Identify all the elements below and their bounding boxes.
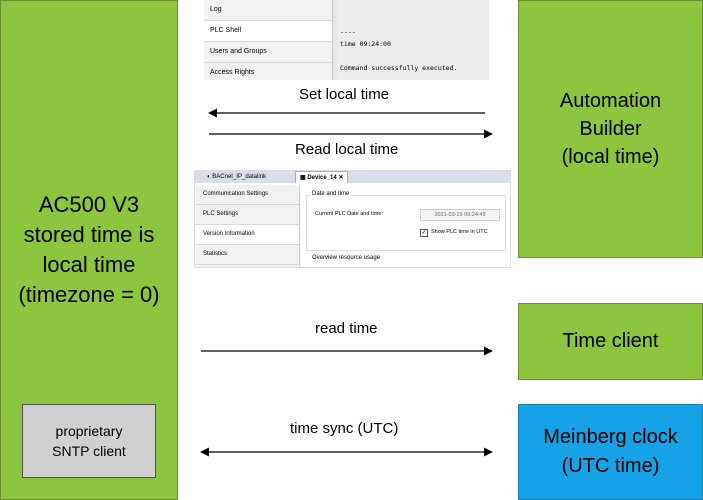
device-nav: Communication Settings PLC Settings Vers… bbox=[195, 185, 300, 267]
plc-date-time-label: Current PLC Date and time: bbox=[315, 211, 383, 217]
plc-date-time-value: 2021-03-19 09:24:49 bbox=[420, 209, 500, 221]
automation-builder-label: Automation Builder (local time) bbox=[559, 90, 662, 168]
time-sync-label: time sync (UTC) bbox=[290, 420, 399, 437]
sntp-client-label: proprietary SNTP client bbox=[52, 423, 126, 459]
terminal-line: ---- bbox=[340, 28, 356, 36]
show-utc-checkbox: ✓ bbox=[420, 229, 428, 237]
nav-item-plc-settings: PLC Settings bbox=[195, 205, 299, 225]
time-client-label: Time client bbox=[562, 330, 659, 352]
overview-resource-title: Overview resource usage bbox=[310, 255, 383, 261]
tab-device: ▦ Device_14 ✕ bbox=[295, 171, 349, 183]
plc-shell-terminal: ---- time 09:24:00 Command successfully … bbox=[337, 0, 489, 80]
device-tabs: ◐ BACnet_IP_datalink ▦ Device_14 ✕ bbox=[195, 171, 510, 183]
plc-shell-nav: Log PLC Shell Users and Groups Access Ri… bbox=[204, 0, 333, 80]
meinberg-clock-label: Meinberg clock (UTC time) bbox=[543, 426, 678, 477]
device-icon: ▦ bbox=[300, 175, 306, 181]
automation-builder-box: Automation Builder (local time) bbox=[518, 0, 703, 258]
time-client-box: Time client bbox=[518, 303, 703, 380]
nav-item-log: Log bbox=[204, 0, 332, 21]
terminal-line: Command successfully executed. bbox=[340, 64, 458, 72]
show-utc-label: Show PLC time in UTC bbox=[431, 229, 488, 235]
plc-shell-screenshot: Log PLC Shell Users and Groups Access Ri… bbox=[204, 0, 489, 80]
network-icon: ◐ bbox=[207, 174, 211, 180]
nav-item-access-rights: Access Rights bbox=[204, 63, 332, 80]
date-time-title: Date and time bbox=[310, 191, 352, 197]
tab-device-label: Device_14 bbox=[307, 175, 337, 181]
close-icon: ✕ bbox=[338, 175, 344, 181]
nav-item-communication: Communication Settings bbox=[195, 185, 299, 205]
device-settings-screenshot: ◐ BACnet_IP_datalink ▦ Device_14 ✕ Commu… bbox=[194, 170, 511, 268]
read-local-time-label: Read local time bbox=[295, 141, 399, 158]
nav-item-statistics: Statistics bbox=[195, 245, 299, 265]
set-local-time-label: Set local time bbox=[299, 86, 390, 103]
ac500-label: AC500 V3 stored time is local time (time… bbox=[18, 192, 160, 307]
terminal-line: time 09:24:00 bbox=[340, 40, 391, 48]
read-time-label: read time bbox=[315, 320, 378, 337]
tab-bacnet: ◐ BACnet_IP_datalink bbox=[203, 171, 270, 183]
nav-item-users-groups: Users and Groups bbox=[204, 42, 332, 63]
nav-item-plc-shell: PLC Shell bbox=[204, 21, 332, 42]
sntp-client-box: proprietary SNTP client bbox=[22, 404, 156, 478]
tab-bacnet-label: BACnet_IP_datalink bbox=[212, 174, 266, 180]
date-time-group bbox=[306, 195, 506, 251]
nav-item-version: Version Information bbox=[195, 225, 299, 245]
